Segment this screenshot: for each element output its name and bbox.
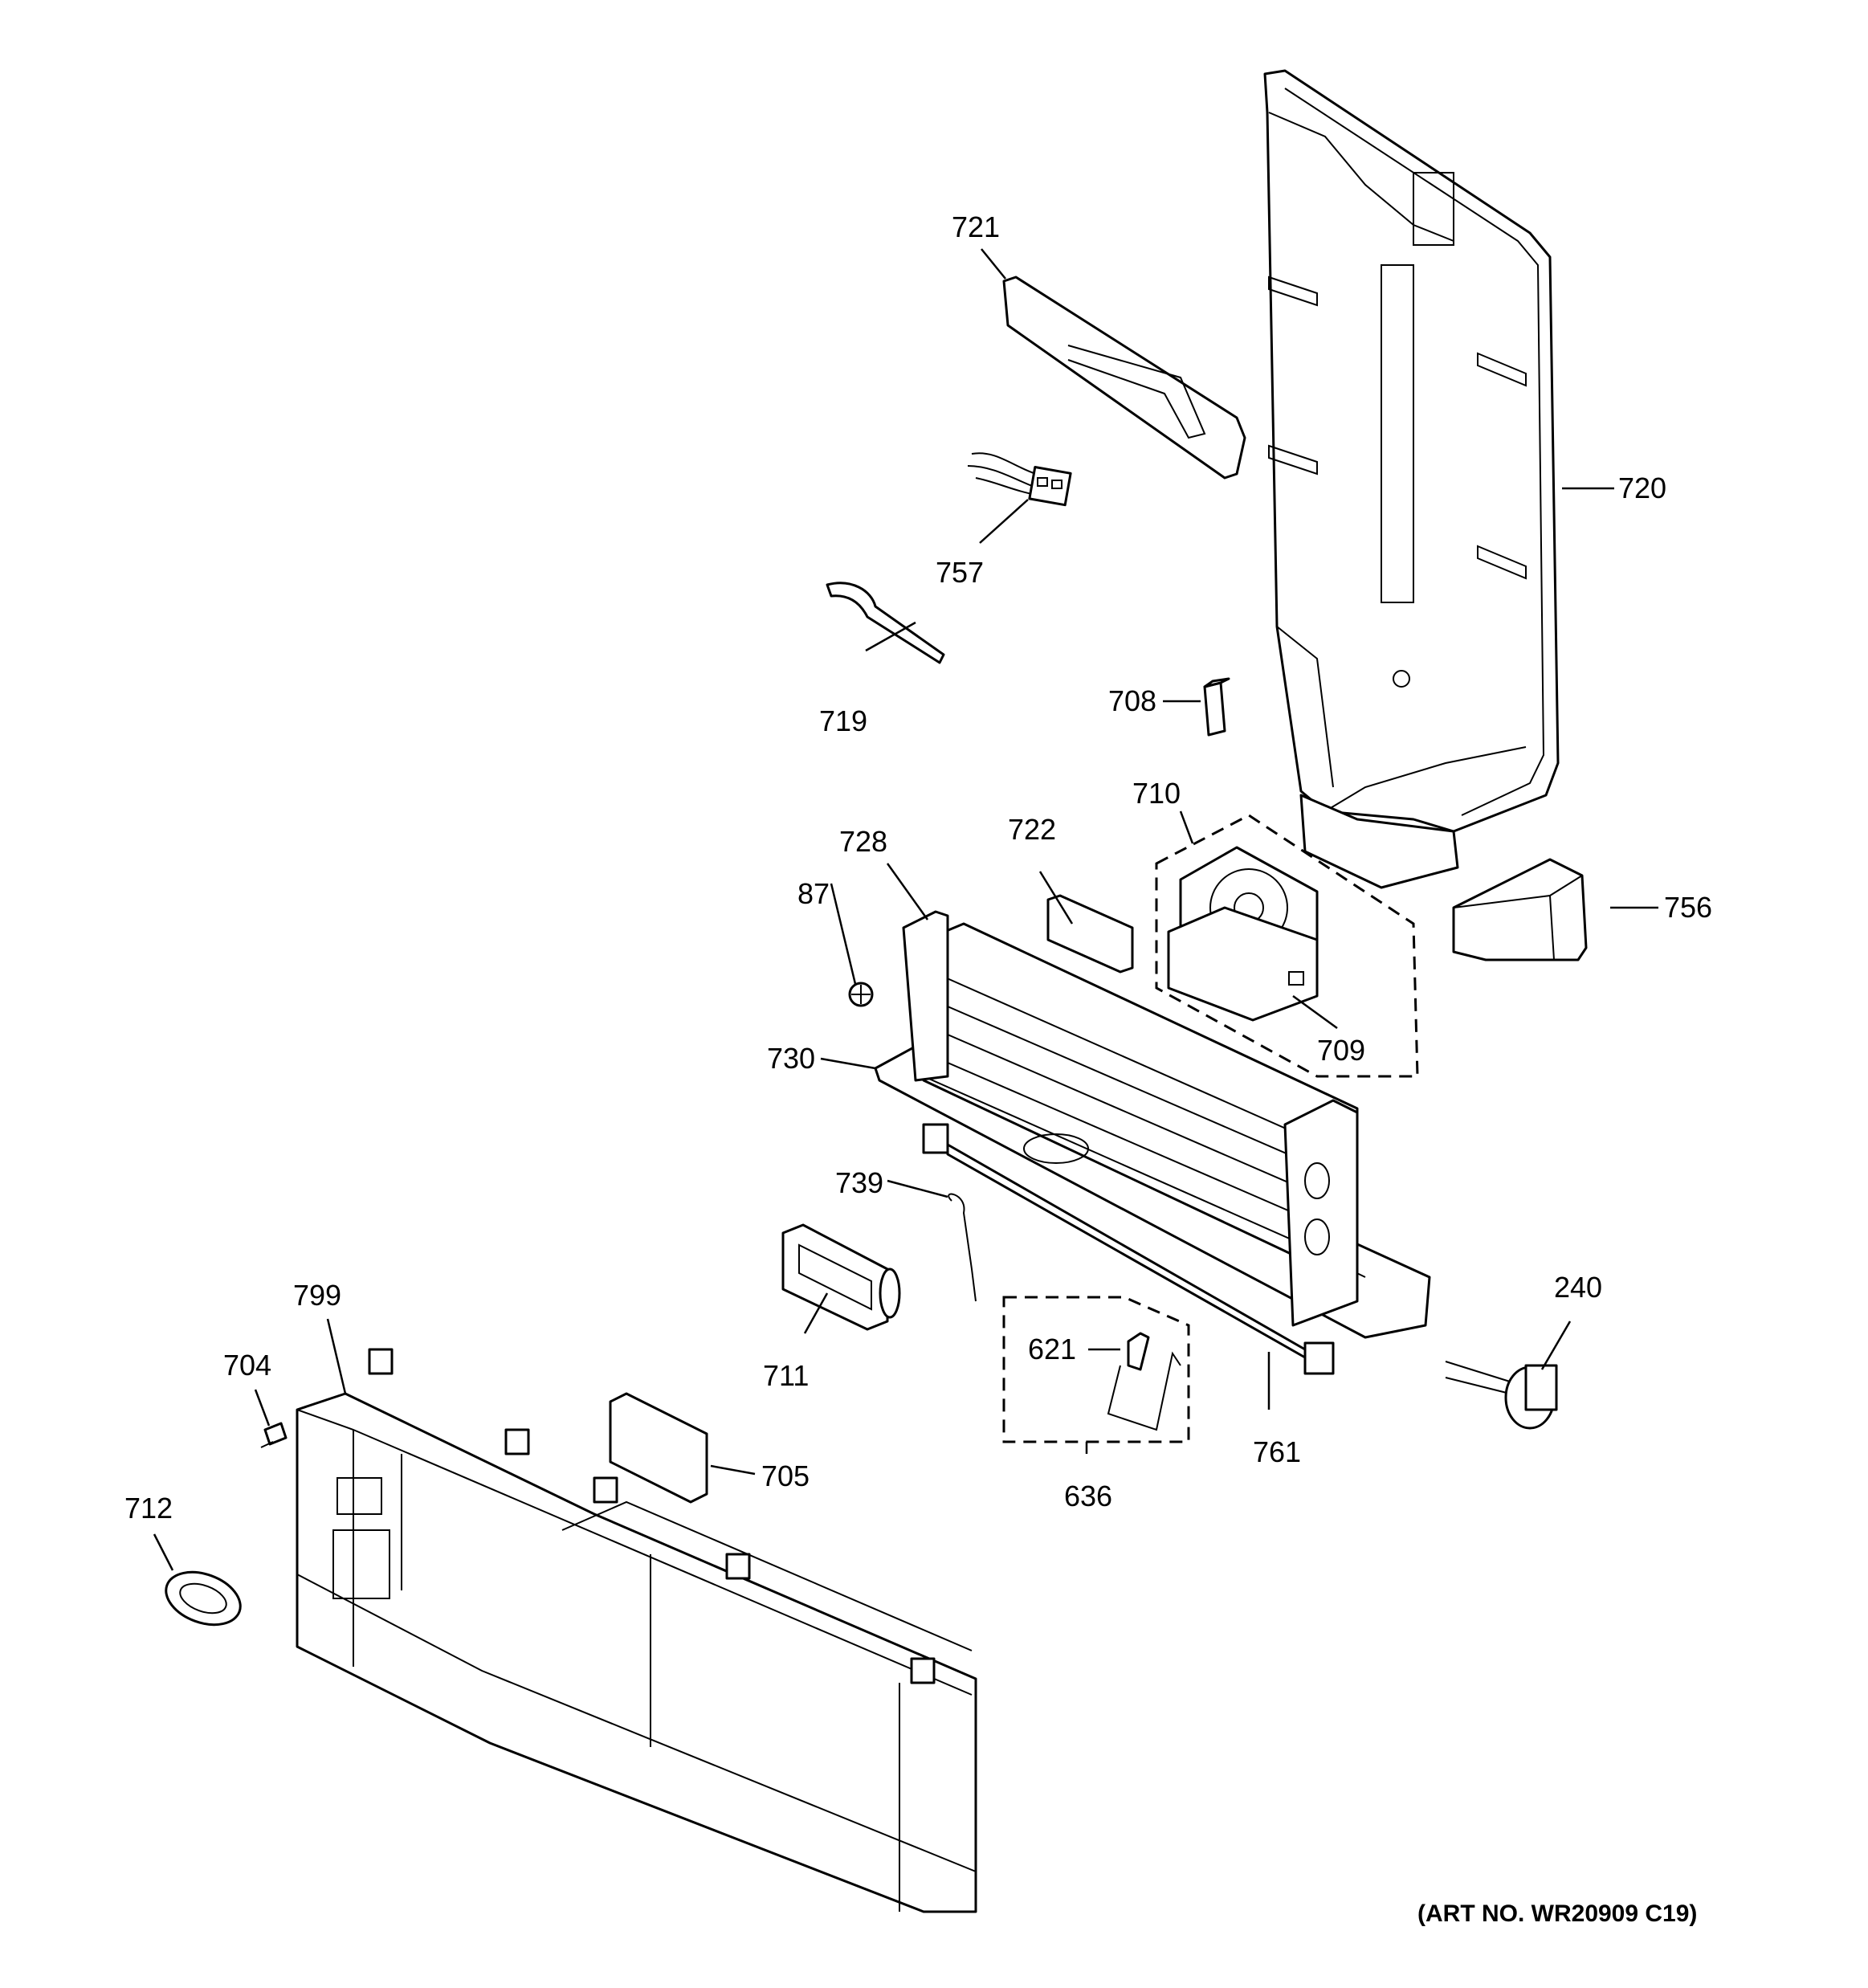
part-87-screw (848, 982, 874, 1007)
label-708: 708 (1108, 684, 1156, 717)
label-87: 87 (797, 877, 830, 910)
label-712: 712 (124, 1492, 173, 1525)
part-739-clip (948, 1193, 977, 1302)
part-721-cover (1002, 276, 1246, 480)
part-756-end-cap (1452, 858, 1588, 961)
part-705-pad (609, 1392, 708, 1504)
part-636-621-kit (1002, 1296, 1190, 1443)
label-720: 720 (1618, 471, 1666, 504)
label-761: 761 (1253, 1435, 1301, 1468)
part-labels: 721 720 757 719 708 710 722 728 87 756 7… (124, 210, 1712, 1525)
label-710: 710 (1132, 777, 1181, 810)
part-711-bracket (781, 1223, 901, 1331)
label-240: 240 (1554, 1271, 1602, 1304)
label-621: 621 (1028, 1333, 1076, 1365)
part-722-pad (1046, 894, 1134, 974)
label-705: 705 (761, 1459, 810, 1492)
label-721: 721 (952, 210, 1000, 243)
label-756: 756 (1664, 891, 1712, 924)
part-757-connector (967, 452, 1072, 507)
part-799-control-housing (296, 1348, 977, 1913)
part-712-grommet (165, 1570, 242, 1627)
leader-lines (153, 248, 1658, 1571)
label-739: 739 (835, 1166, 883, 1199)
label-704: 704 (223, 1349, 271, 1382)
label-757: 757 (936, 556, 984, 589)
part-704-screw (260, 1422, 288, 1448)
label-730: 730 (767, 1042, 815, 1075)
label-719: 719 (819, 704, 867, 737)
label-728: 728 (839, 825, 887, 858)
part-719-tube (826, 582, 945, 664)
art-number: (ART NO. WR20909 C19) (1417, 1900, 1697, 1927)
label-709: 709 (1317, 1034, 1365, 1067)
part-709-710-fan-assembly (1155, 814, 1419, 1078)
label-799: 799 (293, 1279, 341, 1312)
part-761-heater (922, 1123, 1335, 1375)
label-711: 711 (763, 1359, 809, 1392)
part-708-block (1203, 677, 1230, 737)
part-720-duct-panel (1263, 69, 1560, 889)
label-636: 636 (1064, 1480, 1112, 1512)
part-240-thermostat (1445, 1361, 1558, 1430)
label-722: 722 (1008, 813, 1056, 846)
part-730-evaporator (874, 910, 1431, 1339)
